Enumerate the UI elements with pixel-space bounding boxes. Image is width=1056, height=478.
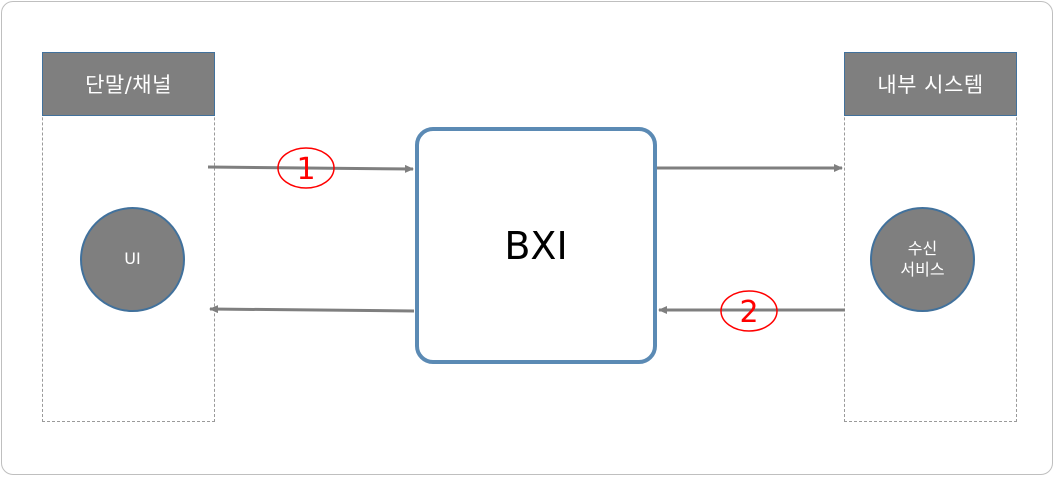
receive-service-node: 수신 서비스	[870, 207, 975, 312]
ui-node-label: UI	[124, 249, 141, 269]
receive-service-label-line1: 수신	[907, 238, 938, 258]
lane-channel-title: 단말/채널	[42, 52, 215, 116]
bxi-box: BXI	[415, 127, 657, 364]
bxi-label: BXI	[504, 223, 568, 268]
lane-internal-system-title: 내부 시스템	[844, 52, 1017, 116]
ui-node: UI	[80, 207, 185, 312]
receive-service-label-line2: 서비스	[900, 259, 945, 279]
